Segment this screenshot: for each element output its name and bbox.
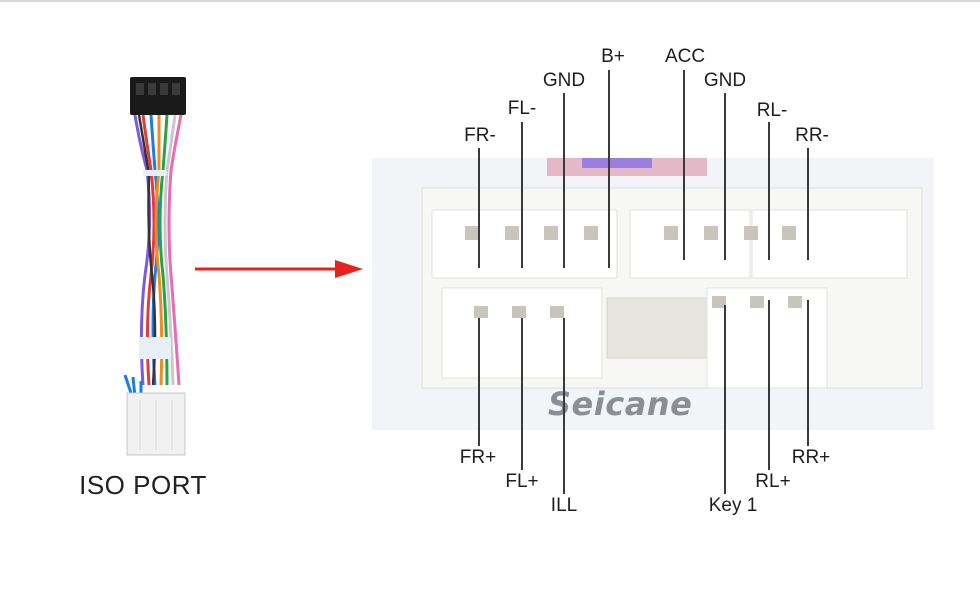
iso-port-label: ISO PORT — [79, 470, 207, 500]
pin-label-ill: ILL — [550, 495, 578, 516]
leader-ill — [563, 318, 565, 494]
leader-rl-minus — [768, 122, 770, 260]
leader-fl-plus — [521, 318, 523, 470]
pin-label-b-plus: B+ — [601, 46, 625, 67]
leader-key-1 — [724, 305, 726, 494]
pointer-arrow-icon — [195, 260, 363, 278]
seicane-watermark: Seicane — [548, 385, 693, 423]
leader-rr-minus — [807, 148, 809, 260]
pin-label-rl-minus: RL- — [756, 100, 788, 121]
pin-label-fr-minus: FR- — [464, 125, 496, 146]
leader-acc — [683, 70, 685, 260]
leader-rl-plus — [768, 300, 770, 470]
pin-label-fl-minus: FL- — [507, 98, 537, 119]
pin-label-fr-plus: FR+ — [459, 447, 497, 468]
pin-label-fl-plus: FL+ — [505, 471, 539, 492]
leader-gnd-2 — [724, 93, 726, 260]
top-divider — [0, 0, 980, 2]
leader-rr-plus — [807, 300, 809, 446]
wiring-harness-image — [105, 75, 205, 460]
pin-label-gnd-1: GND — [542, 70, 586, 91]
pin-label-acc: ACC — [664, 46, 706, 67]
pin-label-rr-minus: RR- — [795, 125, 829, 146]
leader-fr-plus — [478, 318, 480, 446]
connector-photo — [372, 158, 934, 430]
leader-b-plus — [608, 70, 610, 268]
leader-gnd-1 — [563, 93, 565, 268]
leader-fl-minus — [521, 122, 523, 268]
pin-label-rr-plus: RR+ — [791, 447, 831, 468]
pin-label-gnd-2: GND — [703, 70, 747, 91]
leader-fr-minus — [478, 148, 480, 268]
pin-label-rl-plus: RL+ — [755, 471, 791, 492]
pin-label-key-1: Key 1 — [708, 495, 758, 516]
